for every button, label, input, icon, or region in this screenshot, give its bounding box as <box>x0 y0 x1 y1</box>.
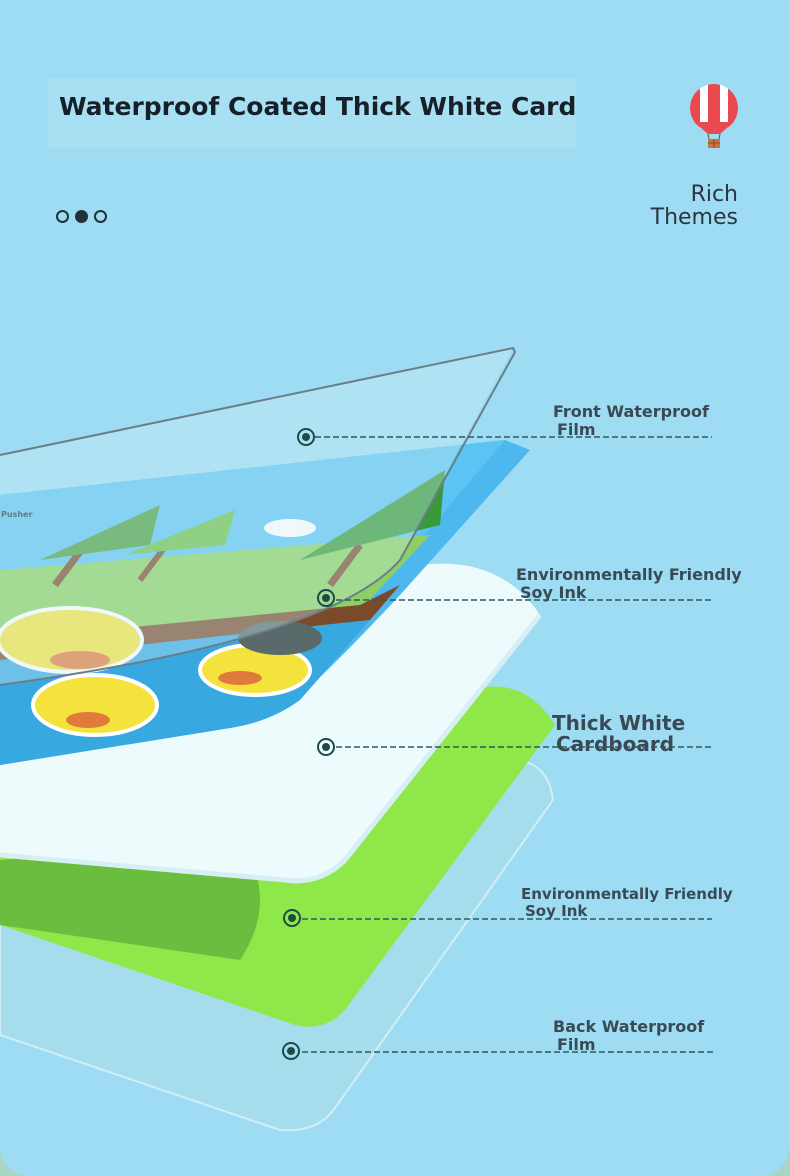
label-line: Soy Ink <box>525 902 588 920</box>
label-soy-ink-front: Environmentally Friendly Soy Ink <box>516 566 742 602</box>
label-line: Environmentally Friendly <box>516 565 742 584</box>
label-line: Cardboard <box>556 732 675 756</box>
carousel-dot[interactable] <box>94 210 107 223</box>
label-front-waterproof-film: Front Waterproof Film <box>553 403 709 439</box>
label-line: Film <box>557 1035 596 1054</box>
tree-canopy <box>125 510 235 555</box>
carousel-indicator <box>56 210 107 223</box>
pusher-logo: Pusher <box>1 510 32 519</box>
carousel-dot[interactable] <box>56 210 69 223</box>
label-line: Environmentally Friendly <box>521 885 733 903</box>
label-line: Film <box>557 420 596 439</box>
subheading-line1: Rich <box>690 182 738 207</box>
tree-canopy <box>300 470 445 560</box>
title-band <box>48 78 576 148</box>
cloud <box>264 519 316 537</box>
label-soy-ink-back: Environmentally Friendly Soy Ink <box>521 886 733 920</box>
label-back-waterproof-film: Back Waterproof Film <box>553 1018 704 1054</box>
label-line: Thick White <box>552 711 686 735</box>
page-title: Waterproof Coated Thick White Card <box>59 92 577 121</box>
hot-air-balloon-icon <box>690 84 738 148</box>
cardboard-edge <box>0 613 542 884</box>
label-line: Front Waterproof <box>553 402 709 421</box>
front-film-layer <box>0 348 513 685</box>
tree-canopy <box>40 505 160 560</box>
layer-markers <box>282 428 335 1060</box>
carousel-dot-active[interactable] <box>75 210 88 223</box>
subheading: Rich Themes <box>651 183 738 229</box>
label-line: Back Waterproof <box>553 1017 705 1036</box>
label-line: Soy Ink <box>520 583 587 602</box>
front-film-edge <box>0 346 517 686</box>
rock <box>238 621 322 655</box>
duck <box>31 673 159 737</box>
subheading-line2: Themes <box>650 205 738 230</box>
label-thick-white-cardboard: Thick White Cardboard <box>552 713 685 755</box>
